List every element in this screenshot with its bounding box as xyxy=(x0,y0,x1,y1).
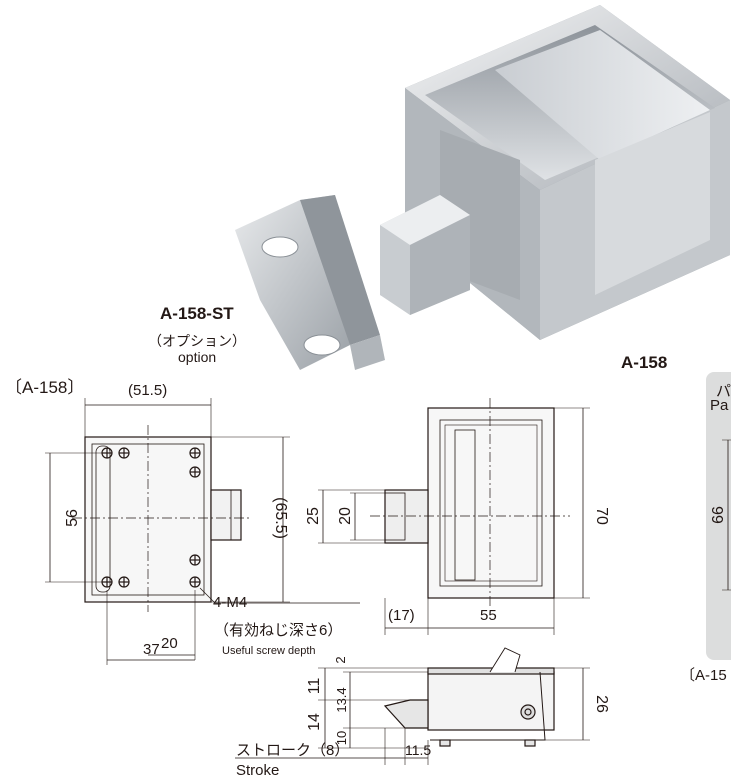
bottom-view xyxy=(235,647,590,765)
dim-25: 25 xyxy=(305,507,322,525)
bracket-option-en: option xyxy=(178,349,217,365)
dim-2: 2 xyxy=(333,656,348,663)
bracket-option-jp: （オプション） xyxy=(148,333,246,349)
dim-37: 37 xyxy=(143,641,160,658)
dim-55: 55 xyxy=(480,607,497,624)
stroke-jp: ストローク（8） xyxy=(236,742,350,759)
section-title: 〔A-158〕 xyxy=(5,378,85,397)
screw-holes xyxy=(101,447,201,588)
latch-photo xyxy=(380,5,730,340)
dim-10: 10 xyxy=(334,731,349,745)
panel-inset xyxy=(706,372,731,660)
dim-70: 70 xyxy=(593,507,610,525)
dim-20-side: 20 xyxy=(337,507,354,525)
dim-51-5: (51.5) xyxy=(128,382,168,399)
dim-14: 14 xyxy=(306,713,323,731)
dim-26: 26 xyxy=(593,695,610,713)
dim-11-5: 11.5 xyxy=(405,742,432,758)
dim-20-front: 20 xyxy=(161,635,178,652)
stroke-en: Stroke xyxy=(236,762,280,779)
screw-depth-en: Useful screw depth xyxy=(222,645,316,657)
front-view xyxy=(45,398,360,665)
side-view xyxy=(318,398,590,635)
screw-depth-jp: （有効ねじ深さ6） xyxy=(214,622,343,639)
dim-65-5: (65.5) xyxy=(272,497,289,539)
dim-56: 56 xyxy=(64,509,81,527)
panel-label-jp: パ xyxy=(716,383,731,400)
panel-part-number: 〔A-15 xyxy=(680,667,727,684)
bracket-photo xyxy=(235,195,385,370)
dim-13-4: 13.4 xyxy=(334,687,349,712)
dim-11: 11 xyxy=(306,678,323,695)
bracket-part-number: A-158-ST xyxy=(160,304,234,323)
screw-spec: 4-M4 xyxy=(213,594,248,611)
dim-17: (17) xyxy=(388,607,415,624)
panel-label-en: Pa xyxy=(710,397,729,414)
panel-dim-66: 66 xyxy=(710,506,727,524)
main-part-number: A-158 xyxy=(621,353,668,372)
